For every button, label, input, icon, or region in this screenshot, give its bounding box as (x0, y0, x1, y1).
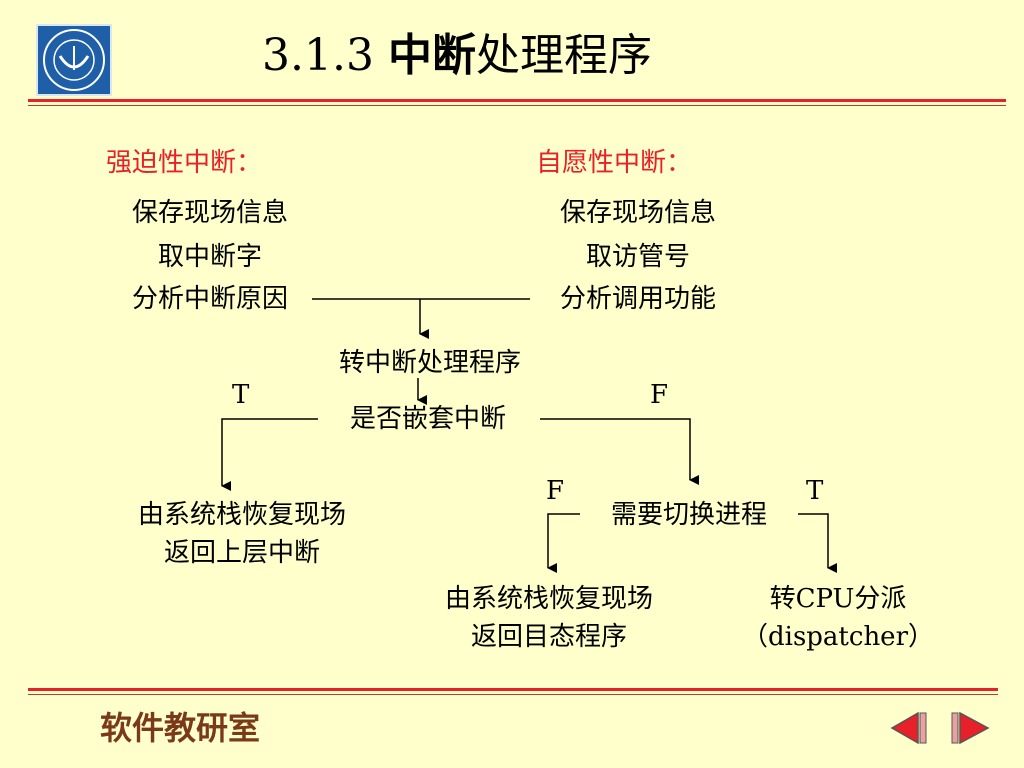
bottom-right-result-line-2: （dispatcher） (741, 622, 935, 652)
left-result-line-2: 返回上层中断 (163, 538, 320, 568)
footer-divider-thin (28, 694, 998, 695)
label-true-1: T (232, 380, 250, 410)
left-step-2: 取中断字 (157, 242, 262, 272)
left-step-1: 保存现场信息 (131, 198, 288, 228)
bottom-left-result-line-2: 返回目态程序 (470, 622, 627, 652)
left-heading: 强迫性中断： (106, 148, 263, 178)
branch-true-1 (221, 418, 318, 491)
right-step-2: 取访管号 (585, 242, 690, 272)
logo-emblem-icon (43, 29, 105, 91)
triangle-right-icon (951, 711, 990, 745)
page-title: 3.1.3 中断处理程序 (262, 30, 652, 81)
header-divider-thin (28, 105, 1006, 106)
footer-divider (28, 688, 998, 691)
next-slide-button[interactable] (948, 710, 992, 746)
header-divider (28, 99, 1006, 102)
bottom-left-result-line-1: 由系统栈恢复现场 (444, 584, 653, 614)
footer-label: 软件教研室 (100, 709, 261, 747)
university-logo (36, 24, 112, 96)
label-true-2: T (806, 476, 824, 506)
left-step-3: 分析中断原因 (131, 284, 288, 314)
right-heading: 自愿性中断： (536, 148, 693, 178)
switch-question-node: 需要切换进程 (610, 500, 767, 530)
branch-false-1 (540, 418, 699, 485)
triangle-left-icon (890, 711, 927, 745)
right-step-3: 分析调用功能 (559, 284, 716, 314)
branch-true-2 (798, 513, 837, 573)
prev-slide-button[interactable] (888, 710, 932, 746)
bottom-right-result-line-1: 转CPU分派 (769, 584, 907, 614)
label-false-2: F (546, 476, 565, 506)
goto-handler-node: 转中断处理程序 (338, 348, 521, 378)
branch-false-2 (547, 513, 580, 573)
right-step-1: 保存现场信息 (559, 198, 716, 228)
nested-question-node: 是否嵌套中断 (349, 404, 506, 434)
label-false-1: F (650, 380, 669, 410)
left-result-line-1: 由系统栈恢复现场 (137, 500, 346, 530)
